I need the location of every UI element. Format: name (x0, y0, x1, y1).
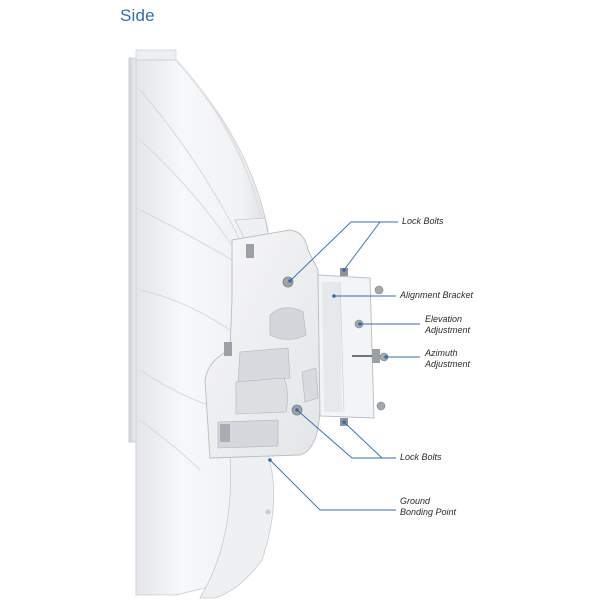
callout-dots (268, 268, 388, 462)
label-elevation-adjustment: Elevation Adjustment (425, 314, 470, 336)
section-heading: Side (120, 6, 155, 25)
mount-bracket (204, 217, 380, 459)
callout-lock-bolts-top (289, 221, 398, 282)
label-lock-bolts-bottom: Lock Bolts (400, 452, 442, 462)
label-lock-bolts-top: Lock Bolts (402, 216, 444, 226)
dish-body (135, 59, 275, 599)
callout-ground (269, 459, 396, 511)
callout-lock-bolts-bottom-2 (343, 421, 383, 459)
label-ground-bonding-point: Ground Bonding Point (400, 496, 456, 518)
label-alignment-bracket: Alignment Bracket (400, 290, 474, 300)
label-elevation-line2: Adjustment (425, 325, 471, 335)
callout-lock-bolts-bottom-1 (296, 409, 396, 459)
label-azimuth-line1: Azimuth (425, 348, 458, 358)
label-elevation-line1: Elevation (425, 314, 463, 324)
label-ground-line1: Ground (400, 496, 431, 506)
label-azimuth-line2: Adjustment (425, 359, 471, 369)
label-ground-line2: Bonding Point (400, 507, 457, 517)
callout-lock-bolts-top-2 (343, 221, 381, 271)
callout-lines (269, 221, 420, 511)
label-azimuth-adjustment: Azimuth Adjustment (425, 348, 470, 370)
